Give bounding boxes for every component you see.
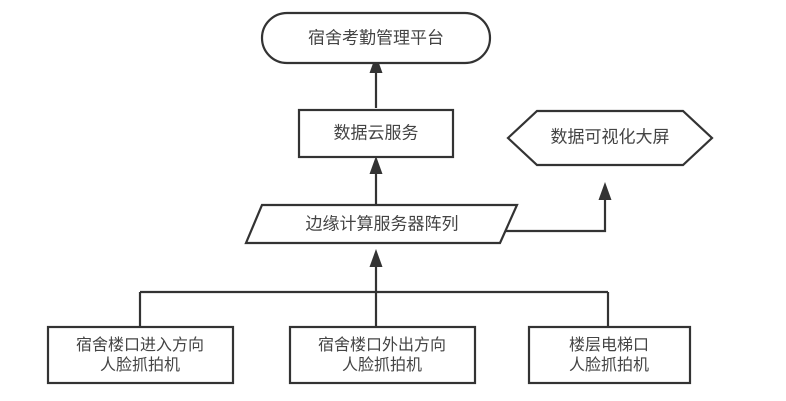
node-camera-entry[interactable]: 宿舍楼口进入方向 人脸抓拍机 bbox=[46, 325, 235, 385]
node-platform[interactable]: 宿舍考勤管理平台 bbox=[260, 11, 492, 65]
camera-entry-label-line2: 人脸抓拍机 bbox=[100, 356, 180, 374]
camera-elevator-shape bbox=[527, 325, 692, 385]
camera-exit-label-line1: 宿舍楼口外出方向 bbox=[318, 336, 446, 354]
edge-cameras-to-servers bbox=[369, 249, 383, 292]
visualization-label: 数据可视化大屏 bbox=[551, 127, 670, 146]
camera-elevator-label-line1: 楼层电梯口 bbox=[569, 336, 649, 354]
edge-servers-to-visualization bbox=[500, 182, 612, 233]
camera-entry-shape bbox=[46, 325, 235, 385]
edge-servers-shape bbox=[244, 203, 519, 245]
edge-servers-to-cloud bbox=[369, 156, 383, 205]
camera-elevator-label-line2: 人脸抓拍机 bbox=[569, 356, 649, 374]
camera-exit-shape bbox=[288, 325, 477, 385]
camera-entry-label-line1: 宿舍楼口进入方向 bbox=[76, 336, 204, 354]
cloud-service-shape bbox=[297, 108, 455, 159]
visualization-shape bbox=[506, 109, 714, 167]
arrow-head-icon bbox=[598, 182, 612, 200]
platform-label: 宿舍考勤管理平台 bbox=[308, 28, 444, 47]
node-edge-servers[interactable]: 边缘计算服务器阵列 bbox=[244, 203, 519, 245]
node-camera-elevator[interactable]: 楼层电梯口 人脸抓拍机 bbox=[527, 325, 692, 385]
camera-exit-label-line2: 人脸抓拍机 bbox=[342, 356, 422, 374]
cloud-service-label: 数据云服务 bbox=[334, 123, 419, 142]
node-camera-exit[interactable]: 宿舍楼口外出方向 人脸抓拍机 bbox=[288, 325, 477, 385]
camera-bus-connector bbox=[138, 290, 610, 327]
arrow-head-icon bbox=[369, 249, 383, 267]
edge-servers-label: 边缘计算服务器阵列 bbox=[306, 214, 459, 233]
platform-shape bbox=[260, 11, 492, 65]
edge-line bbox=[500, 198, 607, 233]
arrow-head-icon bbox=[369, 156, 383, 174]
node-cloud-service[interactable]: 数据云服务 bbox=[297, 108, 455, 159]
node-visualization[interactable]: 数据可视化大屏 bbox=[506, 109, 714, 167]
